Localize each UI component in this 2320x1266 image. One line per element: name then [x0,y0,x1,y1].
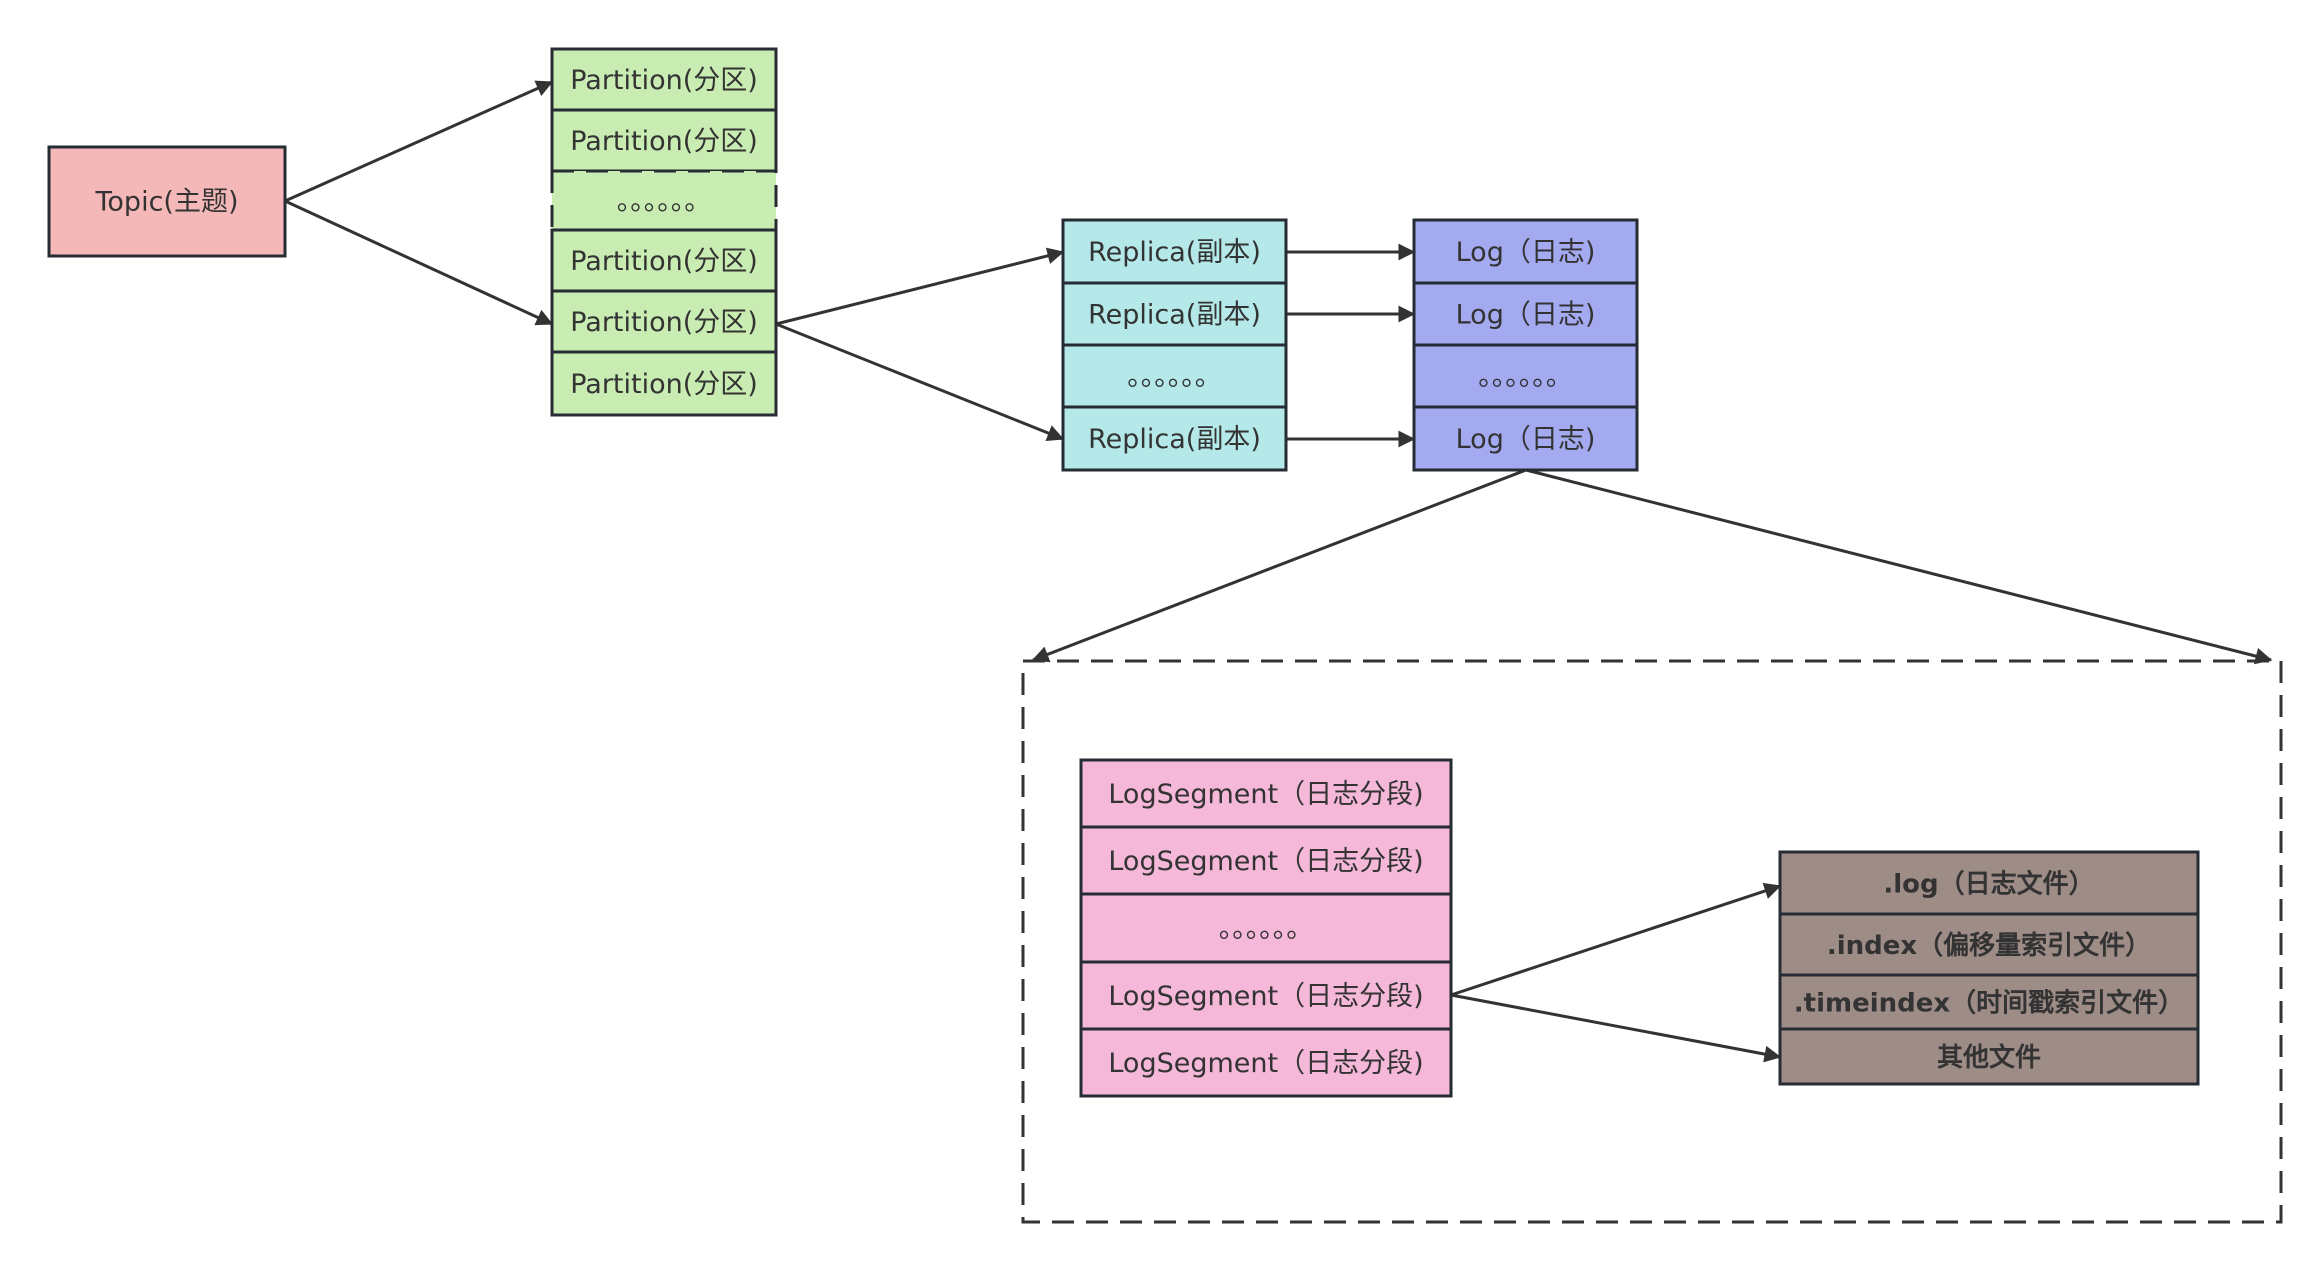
replica-row[interactable]: 。。。。。。 [1061,343,1288,409]
edge-topic-partition-top [284,80,554,203]
log-row[interactable]: 。。。。。。 [1412,343,1639,409]
file-cell [1778,850,2200,916]
log-segment-cell [1079,960,1453,1031]
partition-stack: Partition(分区) Partition(分区) 。。。。。。 Partitio… [550,47,778,417]
file-stack: .log（日志文件） .index（偏移量索引文件） .timeindex（时间戳索… [1778,850,2200,1086]
file-label: .index（偏移量索引文件） [1827,930,2151,961]
log-segment-label: LogSegment（日志分段) [1108,846,1423,877]
replica-stack: Replica(副本) Replica(副本) 。。。。。。 Replica(副本) [1061,218,1288,472]
log-segment-label: LogSegment（日志分段) [1108,981,1423,1012]
file-row[interactable]: 其他文件 [1778,1027,2200,1086]
replica-row[interactable]: Replica(副本) [1061,218,1288,285]
log-segment-row[interactable]: LogSegment（日志分段) [1079,758,1453,829]
replica-label: Replica(副本) [1088,237,1261,268]
partition-label: Partition(分区) [570,65,758,96]
replica-row[interactable]: Replica(副本) [1061,405,1288,472]
log-segment-stack: LogSegment（日志分段) LogSegment（日志分段) 。。。。。。 Lo… [1079,758,1453,1098]
replica-label: 。。。。。。 [1127,362,1222,393]
file-label: 其他文件 [1937,1042,2041,1073]
partition-cell [550,350,778,417]
log-segment-label: LogSegment（日志分段) [1108,779,1423,810]
log-label: Log（日志) [1456,424,1596,455]
partition-row[interactable]: Partition(分区) [550,289,778,354]
log-segment-cell [1079,758,1453,829]
log-row[interactable]: Log（日志) [1412,218,1639,285]
replica-cell [1061,405,1288,472]
partition-row[interactable]: Partition(分区) [550,47,778,112]
log-label: Log（日志) [1456,300,1596,331]
partition-row[interactable]: 。。。。。。 [550,169,778,232]
log-segment-cell [1079,825,1453,896]
log-cell [1412,218,1639,285]
edge-segment-logfile [1450,882,1782,997]
edge-log-container-left [1031,468,1527,663]
log-segment-cell [1079,1027,1453,1098]
file-cell [1778,1027,2200,1086]
partition-cell [550,47,778,112]
edge-partition-replica-top [775,247,1065,326]
file-label: .log（日志文件） [1883,869,2094,900]
log-cell [1412,343,1639,409]
log-segment-label: LogSegment（日志分段) [1108,1048,1423,1079]
replica-label: Replica(副本) [1088,424,1261,455]
log-label: Log（日志) [1456,237,1596,268]
file-cell [1778,973,2200,1031]
partition-row[interactable]: Partition(分区) [550,108,778,173]
log-segment-row[interactable]: LogSegment（日志分段) [1079,960,1453,1031]
log-segment-label: 。。。。。。 [1219,914,1314,945]
file-row[interactable]: .log（日志文件） [1778,850,2200,916]
partition-cell [550,228,778,293]
partition-row[interactable]: Partition(分区) [550,350,778,417]
topic-node[interactable]: Topic(主题) [47,145,287,258]
partition-label: Partition(分区) [570,246,758,277]
log-row[interactable]: Log（日志) [1412,405,1639,472]
edge-topic-partition-lower [284,199,554,326]
file-label: .timeindex（时间戳索引文件） [1794,988,2184,1019]
partition-label: 。。。。。。 [617,186,712,217]
log-label: 。。。。。。 [1478,362,1573,393]
topic-label: Topic(主题) [95,187,239,218]
partition-cell [550,289,778,354]
log-row[interactable]: Log（日志) [1412,281,1639,347]
log-stack: Log（日志) Log（日志) 。。。。。。 Log（日志) [1412,218,1639,472]
edge-partition-replica-bottom [775,322,1065,442]
partition-label: Partition(分区) [570,307,758,338]
log-segment-row[interactable]: LogSegment（日志分段) [1079,1027,1453,1098]
partition-label: Partition(分区) [570,126,758,157]
file-row[interactable]: .index（偏移量索引文件） [1778,912,2200,977]
partition-row[interactable]: Partition(分区) [550,228,778,293]
file-cell [1778,912,2200,977]
log-cell [1412,405,1639,472]
replica-cell [1061,343,1288,409]
replica-row[interactable]: Replica(副本) [1061,281,1288,347]
log-cell [1412,281,1639,347]
log-segment-cell [1079,892,1453,964]
replica-label: Replica(副本) [1088,300,1261,331]
replica-cell [1061,218,1288,285]
partition-label: Partition(分区) [570,369,758,400]
log-segment-row[interactable]: LogSegment（日志分段) [1079,825,1453,896]
edge-log-container-right [1525,468,2273,665]
edges [284,80,2273,1063]
edge-segment-otherfile [1450,993,1782,1063]
log-segment-container [1021,659,2283,1224]
file-row[interactable]: .timeindex（时间戳索引文件） [1778,973,2200,1031]
log-segment-row[interactable]: 。。。。。。 [1079,892,1453,964]
